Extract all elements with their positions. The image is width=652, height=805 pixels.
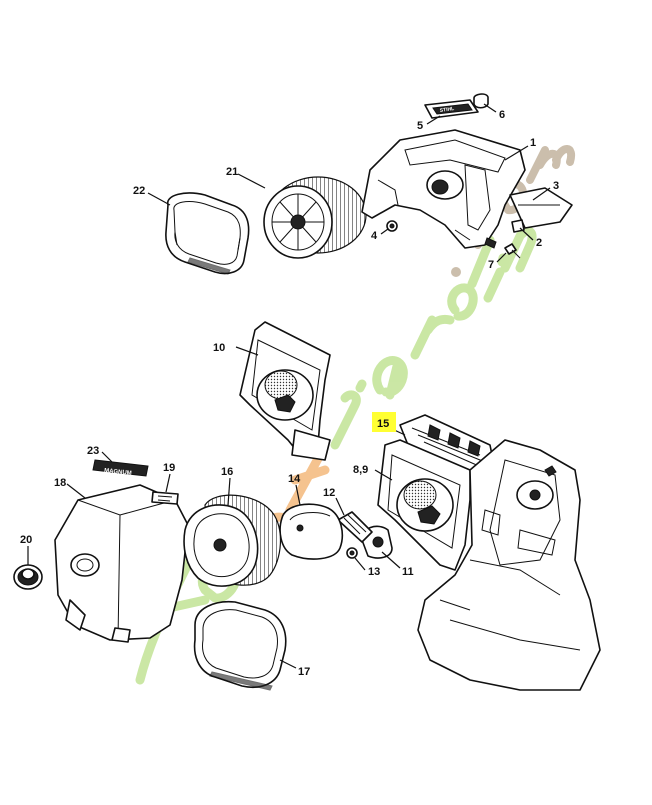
callout-10: 10 — [213, 342, 225, 354]
part-5-decal: STIHL — [424, 99, 479, 119]
callout-22: 22 — [133, 185, 145, 197]
part-1-top-cover — [361, 129, 526, 249]
part-17-seal-ring — [193, 600, 287, 691]
callout-14: 14 — [288, 473, 301, 485]
part-10-filter-base — [239, 321, 331, 461]
part-8-9-filter-base — [377, 439, 471, 571]
part-11-bracket — [361, 525, 393, 559]
callout-1: 1 — [530, 137, 536, 149]
callout-5: 5 — [417, 120, 423, 132]
watermark-stroke-t — [285, 450, 330, 515]
callout-11: 11 — [402, 566, 414, 578]
callout-4: 4 — [371, 230, 378, 242]
callout-3: 3 — [553, 180, 559, 192]
part-14-prefilter — [279, 503, 344, 560]
callout-13: 13 — [368, 566, 380, 578]
part-18-cover — [54, 484, 189, 643]
chainsaw-housing — [417, 439, 601, 691]
callout-15-highlight — [372, 412, 396, 432]
part-21-air-filter — [263, 176, 367, 259]
decal-top-text: STIHL — [439, 106, 454, 114]
callout-16: 16 — [221, 466, 233, 478]
part-13-nut — [346, 547, 358, 559]
callout-23: 23 — [87, 445, 99, 457]
callout-8-9: 8,9 — [353, 464, 368, 476]
part-16-air-filter — [183, 494, 282, 587]
part-4-nut — [386, 220, 398, 232]
part-23-decal: MAGNUM — [92, 459, 149, 477]
callout-12: 12 — [323, 487, 335, 499]
callout-17: 17 — [298, 666, 310, 678]
watermark-stroke-rdin — [410, 226, 537, 360]
part-19-tag — [151, 491, 179, 505]
callout-6: 6 — [499, 109, 505, 121]
callout-18: 18 — [54, 477, 66, 489]
watermark-stroke-a — [372, 356, 408, 400]
watermark-stroke-j — [330, 379, 367, 450]
callout-20: 20 — [20, 534, 32, 546]
callout-19: 19 — [163, 462, 175, 474]
part-20-knob — [13, 564, 43, 590]
callout-labels: 1 2 3 4 5 6 7 8,9 10 11 12 13 14 15 16 1… — [20, 109, 559, 678]
part-7-screw — [504, 243, 521, 259]
callout-15: 15 — [377, 418, 389, 430]
part-12-stud — [337, 511, 373, 543]
callout-7: 7 — [488, 259, 494, 271]
decal-magnum-text: MAGNUM — [104, 468, 132, 477]
leader-lines — [27, 103, 551, 669]
callout-21: 21 — [226, 166, 238, 178]
part-22-seal-ring — [165, 192, 250, 275]
watermark-dot — [451, 267, 461, 277]
callout-2: 2 — [536, 237, 542, 249]
